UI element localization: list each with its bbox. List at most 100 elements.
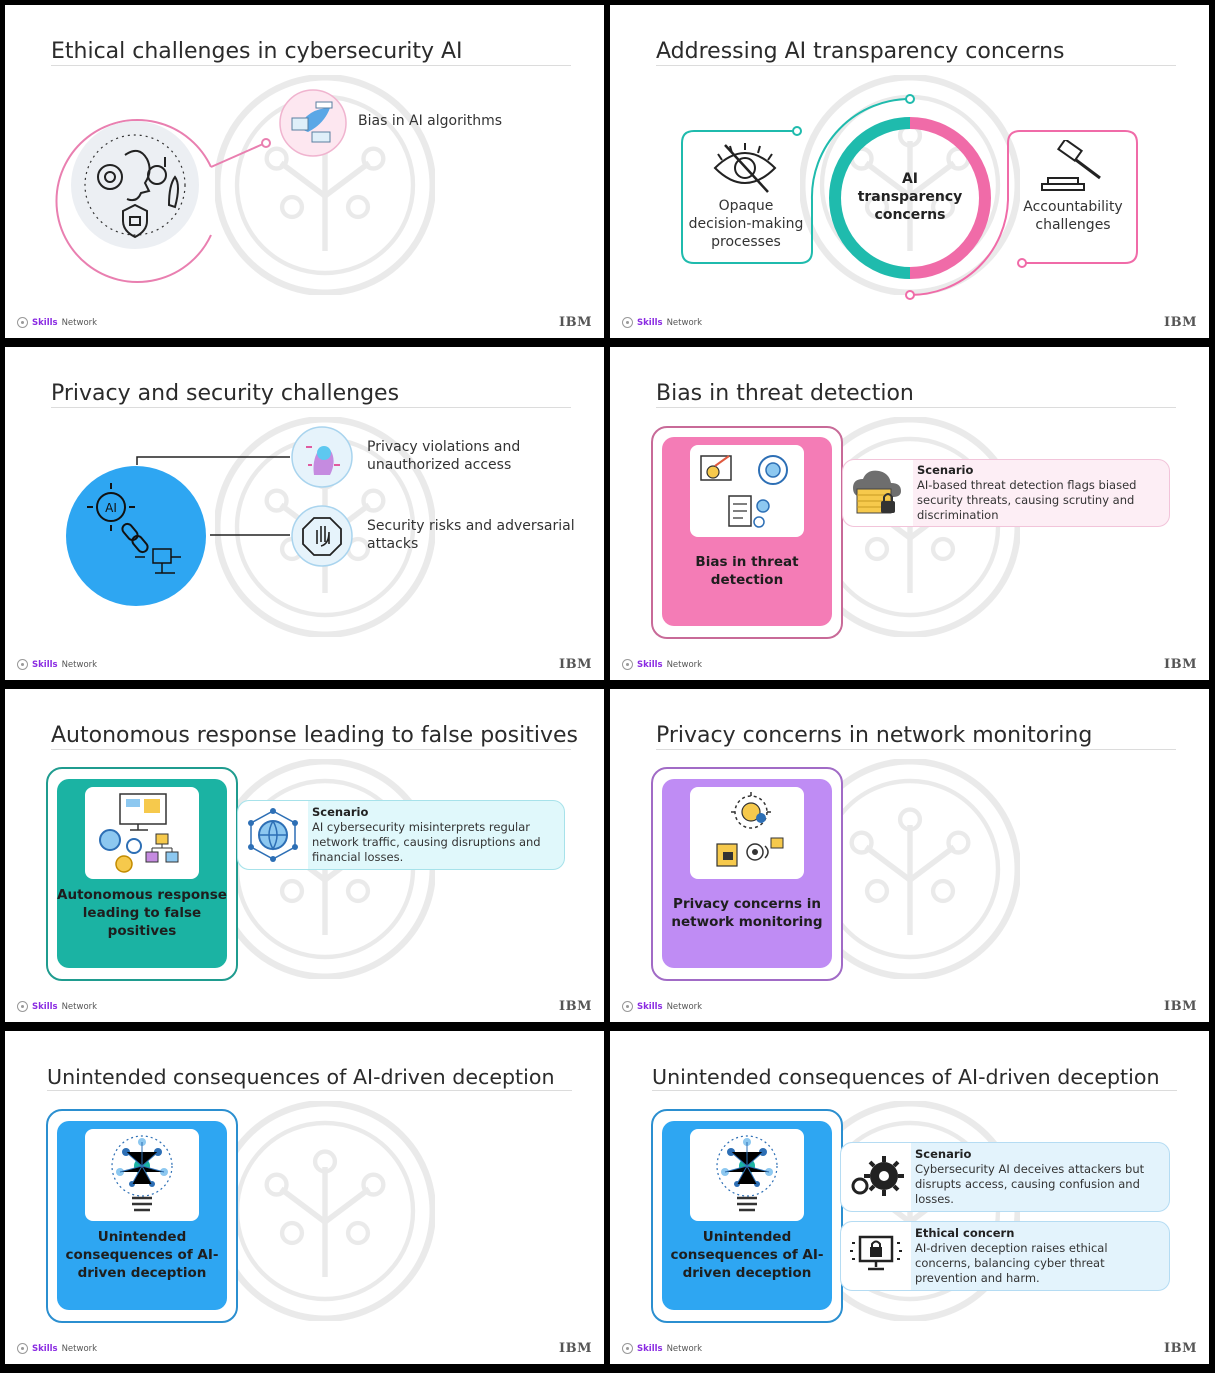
connector-lines	[136, 456, 290, 536]
slide-title: Autonomous response leading to false pos…	[51, 723, 578, 750]
card-caption: Bias in threat detection	[695, 554, 799, 588]
scenario-head: Scenario	[915, 1147, 972, 1161]
left-label: Opaque decision-making processes	[688, 198, 804, 250]
ethical-text: AI-driven deception raises ethical conce…	[915, 1241, 1108, 1285]
brand-rest: Network	[666, 1343, 703, 1354]
ibm-logo: IBM	[1164, 657, 1197, 672]
ibm-logo: IBM	[559, 315, 592, 330]
card-icon-box	[690, 1129, 804, 1221]
ibm-logo: IBM	[559, 999, 592, 1014]
skills-network-icon	[622, 317, 633, 328]
network-gear-icon	[99, 793, 179, 873]
privacy-face-icon	[291, 426, 353, 488]
monitoring-icon	[716, 792, 784, 867]
background-tree-icon	[215, 1101, 435, 1321]
ethical-head: Ethical concern	[915, 1226, 1015, 1240]
skills-network-icon	[17, 1001, 28, 1012]
brand-bold: Skills	[637, 659, 663, 670]
brand-bold: Skills	[32, 1343, 58, 1354]
slide-title: Addressing AI transparency concerns	[656, 39, 1176, 66]
slide-ethical-challenges: Ethical challenges in cybersecurity AI B…	[5, 5, 604, 338]
skills-network-icon	[17, 1343, 28, 1354]
slide-ai-deception: Unintended consequences of AI-driven dec…	[5, 1031, 604, 1364]
card-caption: Unintended consequences of AI-driven dec…	[670, 1229, 824, 1281]
card-caption: Autonomous response leading to false pos…	[57, 887, 227, 939]
bias-label: Bias in AI algorithms	[358, 113, 503, 129]
ibm-logo: IBM	[559, 1341, 592, 1356]
ai-chain-icon: AI	[66, 466, 206, 606]
slide-title: Privacy concerns in network monitoring	[656, 723, 1176, 750]
skills-network-icon	[622, 1343, 633, 1354]
slide-title: Ethical challenges in cybersecurity AI	[51, 39, 571, 66]
bias-card: Bias in threat detection	[662, 437, 832, 626]
brand-bold: Skills	[32, 659, 58, 670]
brand-rest: Network	[666, 317, 703, 328]
transparency-diagram	[681, 94, 1138, 300]
gavel-icon	[1041, 140, 1101, 191]
stop-hand-icon	[291, 505, 353, 567]
card-caption: Privacy concerns in network monitoring	[671, 896, 823, 930]
scenario-text: Cybersecurity AI deceives attackers but …	[915, 1162, 1145, 1206]
cloud-lock-icon	[853, 470, 901, 514]
privacy-card: Privacy concerns in network monitoring	[662, 779, 832, 968]
scenario-text: AI cybersecurity misinterprets regular n…	[312, 820, 541, 864]
brand-bold: Skills	[637, 1343, 663, 1354]
slide-autonomous-response: Autonomous response leading to false pos…	[5, 689, 604, 1022]
scenario-icon-box	[841, 1143, 911, 1211]
slide-ai-deception-detail: Unintended consequences of AI-driven dec…	[610, 1031, 1209, 1364]
card-icon-box	[85, 1129, 199, 1221]
card-caption: Unintended consequences of AI-driven dec…	[65, 1229, 219, 1281]
brand-bold: Skills	[637, 1001, 663, 1012]
slide-privacy-monitoring: Privacy concerns in network monitoring P…	[610, 689, 1209, 1022]
connector-diagram	[55, 119, 271, 283]
right-label: Accountability challenges	[1023, 199, 1123, 233]
skills-network-icon	[17, 317, 28, 328]
scenario-icon-box	[238, 801, 308, 869]
brand-rest: Network	[666, 1001, 703, 1012]
deception-card: Unintended consequences of AI-driven dec…	[57, 1121, 227, 1310]
center-label: AI transparency concerns	[857, 171, 963, 223]
brand-rest: Network	[61, 659, 98, 670]
ethics-icon	[71, 121, 199, 249]
slide-title: Privacy and security challenges	[51, 381, 571, 408]
brand-rest: Network	[61, 1001, 98, 1012]
brand-bold: Skills	[32, 1001, 58, 1012]
ibm-logo: IBM	[1164, 1341, 1197, 1356]
skills-network-icon	[17, 659, 28, 670]
card-icon-box	[690, 445, 804, 537]
svg-text:AI: AI	[105, 501, 117, 515]
brand-rest: Network	[61, 1343, 98, 1354]
bias-algorithm-icon	[279, 89, 347, 157]
scenario-icon-box	[843, 460, 913, 526]
slide-bias-threat-detection: Bias in threat detection Bias in threat …	[610, 347, 1209, 680]
skills-network-icon	[622, 1001, 633, 1012]
ibm-logo: IBM	[1164, 999, 1197, 1014]
gears-icon	[851, 1156, 904, 1196]
slide-title: Unintended consequences of AI-driven dec…	[47, 1065, 572, 1091]
ibm-logo: IBM	[1164, 315, 1197, 330]
brand-rest: Network	[666, 659, 703, 670]
slide-privacy-security: Privacy and security challenges AI Priva…	[5, 347, 604, 680]
card-icon-box	[690, 787, 804, 879]
skills-network-icon	[622, 659, 633, 670]
brand-rest: Network	[61, 317, 98, 328]
brand-bold: Skills	[637, 317, 663, 328]
brand-bold: Skills	[32, 317, 58, 328]
scenario-text: AI-based threat detection flags biased s…	[917, 478, 1137, 522]
lightbulb-network-icon	[111, 1135, 173, 1212]
scenario-head: Scenario	[312, 805, 369, 819]
threat-detection-icon	[700, 455, 788, 528]
slide-title: Bias in threat detection	[656, 381, 1176, 408]
ibm-logo: IBM	[559, 657, 592, 672]
